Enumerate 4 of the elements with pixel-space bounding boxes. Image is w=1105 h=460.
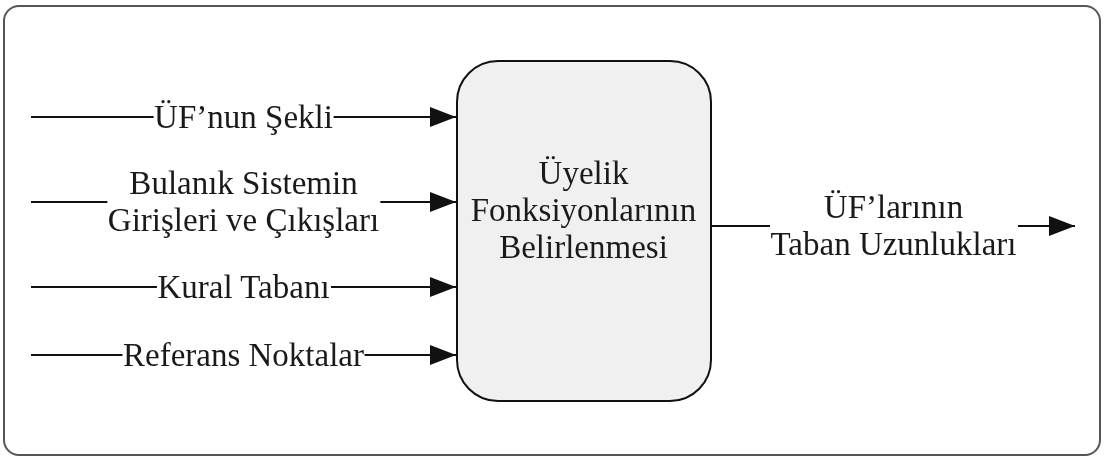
- box-label: Üyelik Fonksiyonlarının Belirlenmesi: [470, 154, 697, 266]
- edge-label: ÜF’nun Şekli: [153, 98, 334, 136]
- process-box: [455, 59, 712, 402]
- outer-frame: [3, 5, 1101, 456]
